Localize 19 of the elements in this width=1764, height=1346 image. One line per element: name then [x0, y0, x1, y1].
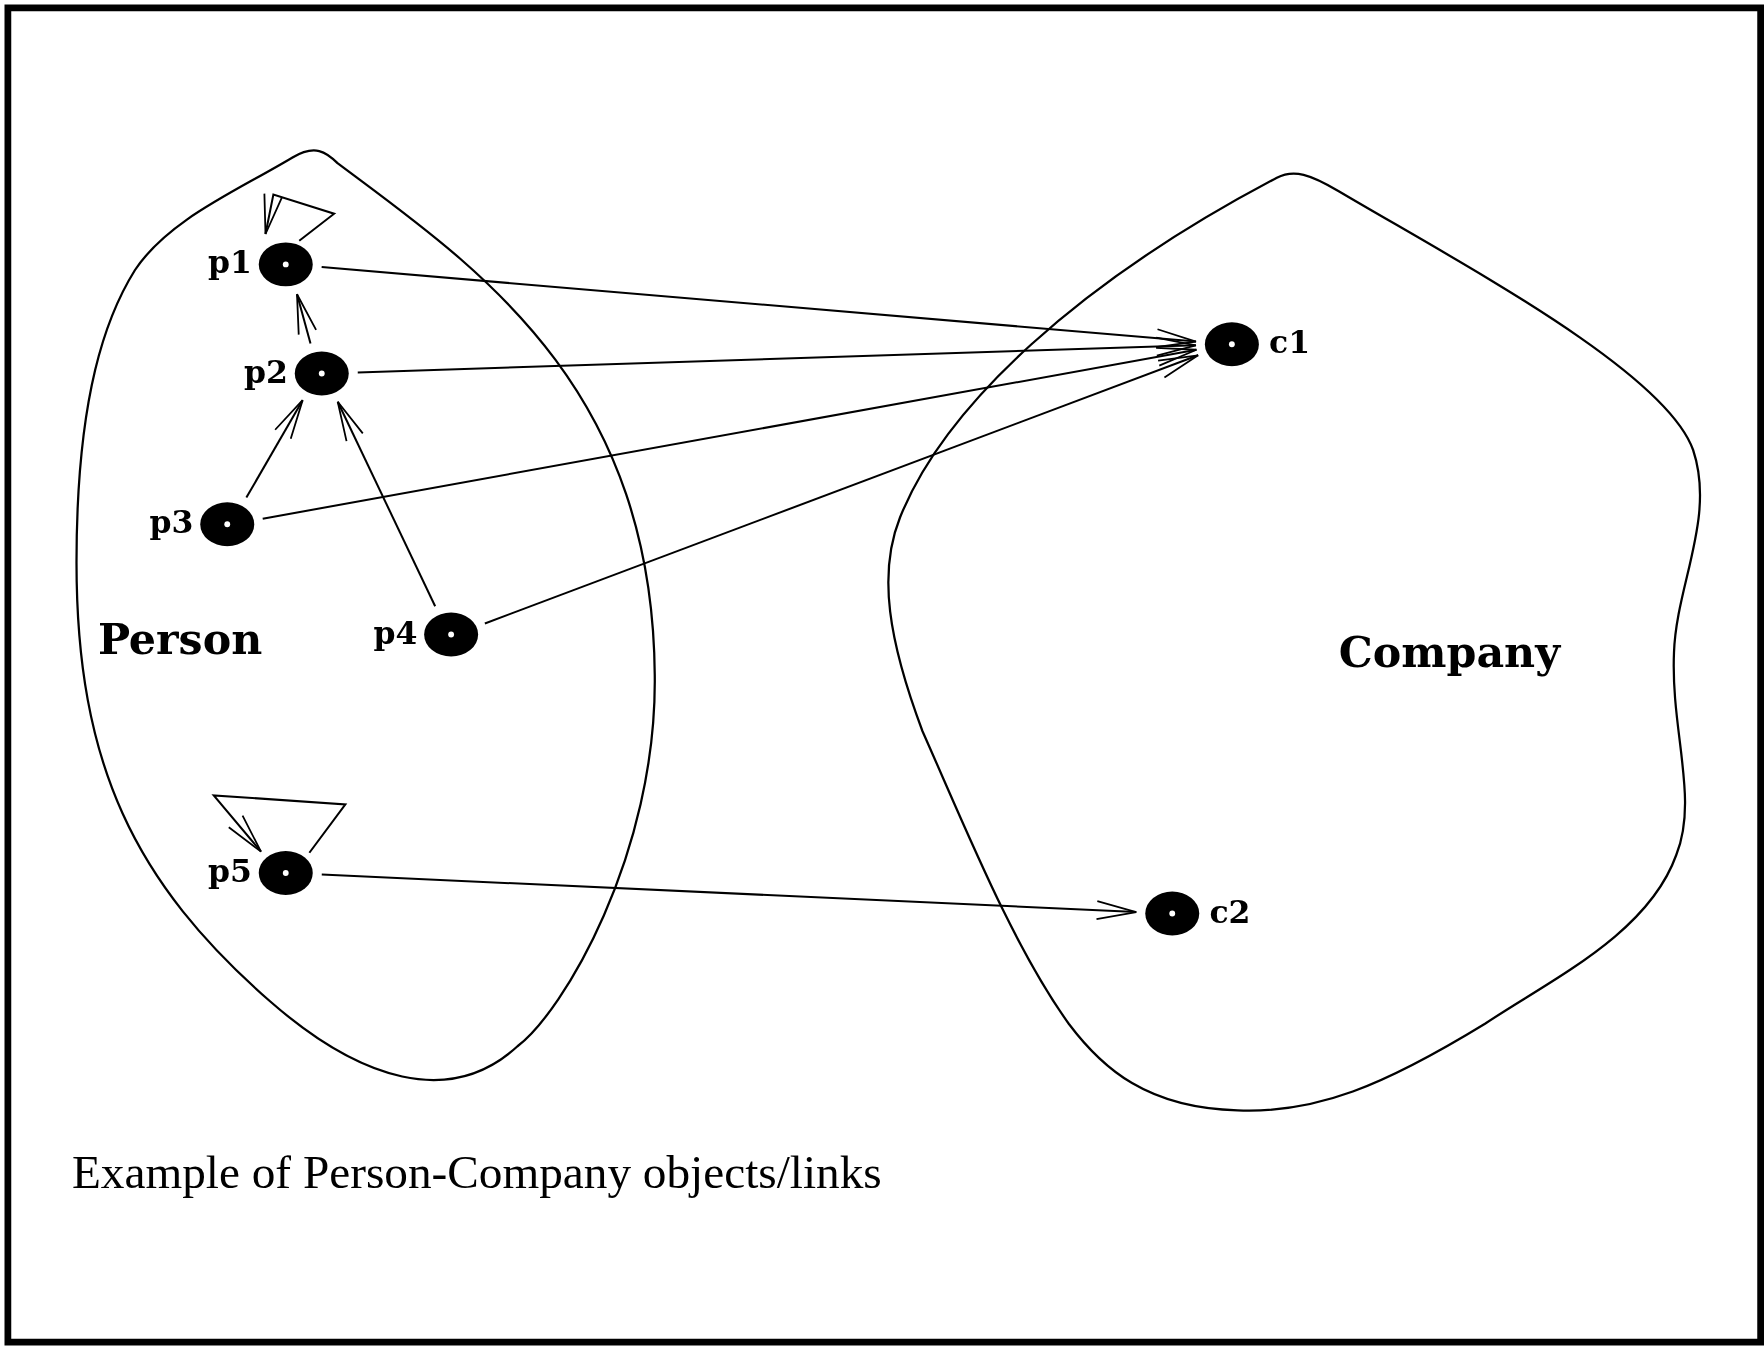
- arrow: [296, 293, 317, 344]
- arrow: [357, 336, 1197, 374]
- arrow: [484, 354, 1200, 625]
- arrow: [321, 873, 1138, 921]
- arrow: [262, 347, 1198, 520]
- object-label: p4: [373, 614, 418, 652]
- object-label: p1: [208, 244, 252, 282]
- object-label: p3: [149, 504, 194, 542]
- object-label: p2: [244, 353, 288, 391]
- set-label: Person: [97, 613, 263, 664]
- arrow: [245, 399, 304, 499]
- arrow: [263, 192, 337, 242]
- caption: Example of Person-Company objects/links: [72, 1145, 882, 1200]
- set-label: Company: [1338, 626, 1561, 678]
- object-label: c1: [1269, 324, 1311, 362]
- object-label: p5: [208, 852, 252, 890]
- arrow: [336, 400, 437, 607]
- arrow: [211, 794, 348, 854]
- object-label: c2: [1209, 893, 1251, 931]
